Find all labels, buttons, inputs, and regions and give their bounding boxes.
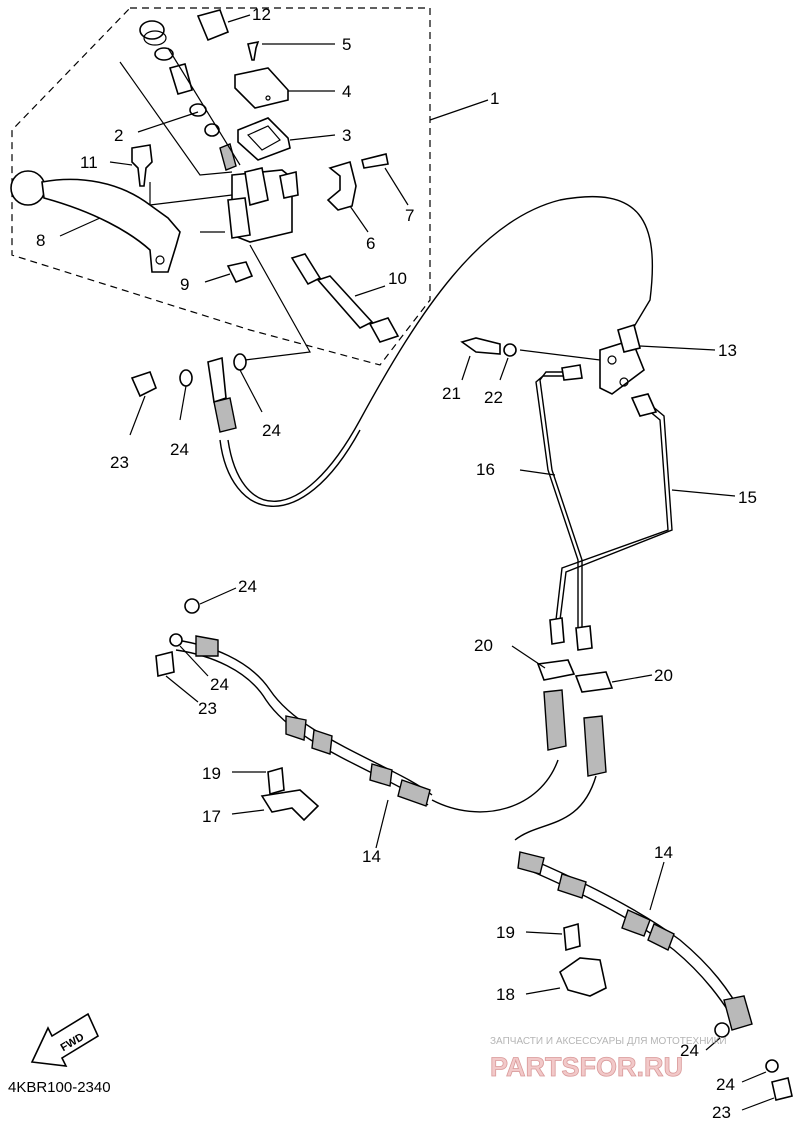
callout-9: 9: [180, 275, 189, 294]
pipe-clamps: [511, 645, 653, 693]
callout-24-left-top: 24: [238, 577, 257, 596]
callout-14-right: 14: [654, 843, 673, 862]
lower-hose-connectors: [543, 689, 607, 777]
callout-22: 22: [484, 388, 503, 407]
diaphragm: [237, 117, 291, 161]
brake-joint: [599, 323, 716, 395]
callout-5: 5: [342, 35, 351, 54]
callout-21: 21: [442, 384, 461, 403]
callout-23-left: 23: [198, 699, 217, 718]
callout-18: 18: [496, 985, 515, 1004]
clamp-bolt: [361, 153, 389, 169]
watermark-logo: PARTSFOR.RU: [490, 1052, 683, 1082]
callout-23-right: 23: [712, 1103, 731, 1122]
callout-23-upper: 23: [110, 453, 129, 472]
right-hose-bracket: [525, 922, 607, 997]
leader-lines-top: [59, 14, 489, 361]
callout-4: 4: [342, 82, 351, 101]
callout-labels: 12 5 4 1 2 3 11 7 8 6 9 10 13 21 22 23 2…: [36, 5, 757, 1122]
callout-24-left-mid: 24: [210, 675, 229, 694]
callout-24-upper-left: 24: [170, 440, 189, 459]
left-brake-hose: [155, 587, 559, 849]
callout-15: 15: [738, 488, 757, 507]
fwd-arrow-icon: FWD: [30, 1012, 100, 1067]
callout-8: 8: [36, 231, 45, 250]
watermark-tagline: ЗАПЧАСТИ И АКСЕССУАРЫ ДЛЯ МОТОТЕХНИКИ: [490, 1036, 727, 1047]
boot-parts: [139, 9, 237, 171]
callout-19-left: 19: [202, 764, 221, 783]
callout-10: 10: [388, 269, 407, 288]
master-cylinder-body: [227, 167, 299, 243]
callout-19-right: 19: [496, 923, 515, 942]
upper-banjo-fitting: [129, 353, 263, 436]
callout-20-left: 20: [474, 636, 493, 655]
callout-13: 13: [718, 341, 737, 360]
callout-24-right-top: 24: [680, 1041, 699, 1060]
left-hose-bracket: [231, 766, 320, 822]
pivot-bolt: [131, 144, 153, 187]
brake-lever: [10, 170, 181, 273]
callout-3: 3: [342, 126, 351, 145]
assembly-boundary: [11, 7, 431, 366]
cap-screw: [247, 40, 260, 61]
callout-16: 16: [476, 460, 495, 479]
upper-brake-hose: [227, 195, 654, 502]
callout-24-right-bottom: 24: [716, 1075, 735, 1094]
right-brake-hose: [514, 775, 793, 1111]
brake-pipes: [519, 364, 736, 651]
callout-20-right: 20: [654, 666, 673, 685]
callout-24-upper-right: 24: [262, 421, 281, 440]
callout-12: 12: [252, 5, 271, 24]
diagram-code: 4KBR100-2340: [8, 1079, 111, 1096]
callout-6: 6: [366, 234, 375, 253]
callout-17: 17: [202, 807, 221, 826]
joint-bolt: [460, 337, 601, 381]
reservoir-cap: [234, 67, 289, 109]
callout-11: 11: [80, 153, 98, 172]
callout-1: 1: [490, 89, 499, 108]
brake-switch: [290, 253, 400, 343]
callout-7: 7: [405, 206, 414, 225]
clamp-bracket: [326, 160, 357, 211]
callout-2: 2: [114, 126, 123, 145]
pivot-nut: [226, 261, 254, 284]
callout-14-left: 14: [362, 847, 381, 866]
